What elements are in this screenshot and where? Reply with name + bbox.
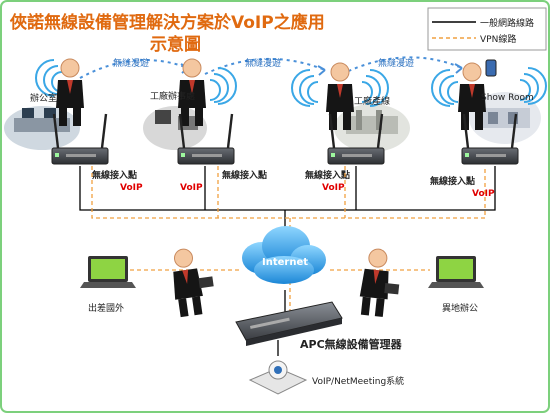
ap-label-2: 無線接入點	[222, 169, 267, 181]
roam-label-2: 無縫漫遊	[245, 57, 281, 69]
ap-label-1: 無線接入點	[92, 169, 137, 181]
roam-label-1: 無縫漫遊	[113, 57, 149, 69]
roam-label-3: 無縫漫遊	[378, 57, 414, 69]
voip-label-4: VoIP	[472, 189, 495, 199]
site-label-factory-line: 工廠產線	[354, 95, 390, 107]
voip-label-3: VoIP	[322, 183, 345, 193]
remote-travel-label: 出差國外	[88, 302, 124, 314]
voip-label-1: VoIP	[120, 183, 143, 193]
roam-arc-1	[79, 59, 189, 79]
apc-controller-device	[235, 301, 343, 346]
diagram-title-line2: 示意圖	[150, 34, 201, 55]
site-showroom-photo	[469, 92, 541, 144]
laptop-travel-icon	[80, 256, 136, 288]
site-label-office: 辦公室	[30, 92, 57, 104]
remote-branch-label: 異地辦公	[442, 302, 478, 314]
legend-normal-label: 一般網路線路	[480, 17, 534, 29]
roam-arc-3	[341, 56, 463, 75]
ap-label-3: 無線接入點	[305, 169, 350, 181]
site-factory-line-photo	[334, 104, 410, 152]
ap-label-4: 無線接入點	[430, 175, 475, 187]
site-label-factory-office: 工廠辦事處	[150, 90, 195, 102]
legend-vpn-label: VPN線路	[480, 33, 516, 45]
internet-label: Internet	[262, 257, 308, 268]
site-office-photo	[4, 106, 80, 150]
internet-cloud	[242, 226, 326, 284]
laptop-branch-icon	[428, 256, 484, 288]
normal-network-lines	[79, 166, 496, 356]
site-label-showroom: Show Room	[481, 93, 534, 103]
voip-label-2: VoIP	[180, 183, 203, 193]
voip-system-device	[248, 360, 308, 395]
tablet-icon	[485, 59, 497, 77]
voip-system-label: VoIP/NetMeeting系統	[312, 375, 404, 387]
person-walking-right-icon	[357, 247, 400, 318]
diagram-title-line1: 俠諾無線設備管理解決方案於VoIP之應用	[9, 12, 325, 33]
person-walking-left-icon	[167, 246, 214, 319]
legend: 一般網路線路 VPN線路	[427, 7, 547, 51]
apc-controller-label: APC無線設備管理器	[300, 337, 403, 351]
